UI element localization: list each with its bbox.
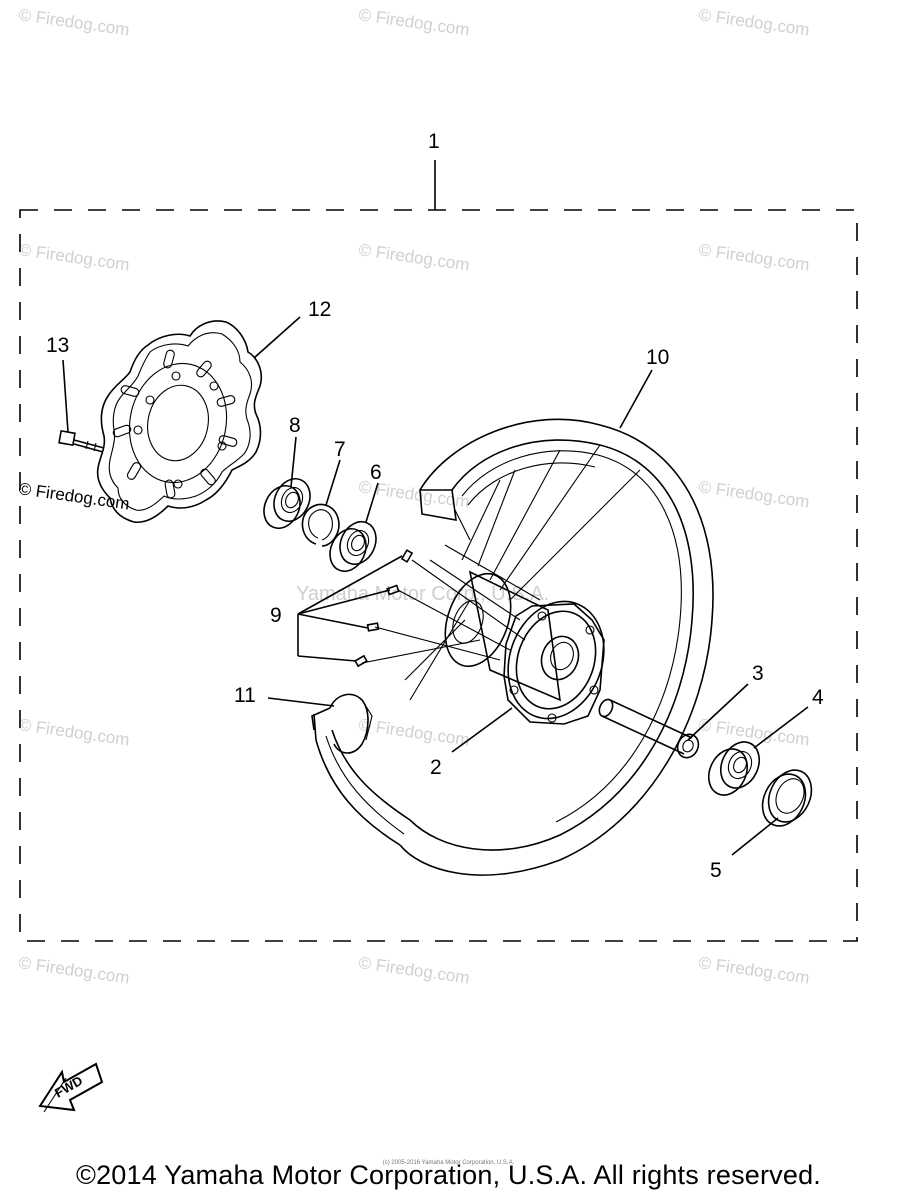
callout-3: 3 <box>752 662 764 685</box>
watermark: © Firedog.com <box>17 715 130 749</box>
callout-13: 13 <box>46 334 69 357</box>
watermark: © Firedog.com <box>697 5 810 39</box>
faint-watermark: Yamaha Motor Corp., U.S.A. <box>296 583 549 605</box>
rim-band <box>311 693 373 754</box>
callout-1: 1 <box>428 130 440 153</box>
callout-8: 8 <box>289 414 301 437</box>
watermark: © Firedog.com <box>17 5 130 39</box>
watermark: © Firedog.com <box>357 953 470 987</box>
wheel-bearing <box>707 741 761 796</box>
leader-lines <box>62 316 809 856</box>
callout-9: 9 <box>270 604 282 627</box>
callouts: 1 2 3 4 5 6 7 8 9 10 11 12 13 <box>46 130 824 882</box>
fwd-arrow-icon: FWD <box>38 1062 104 1113</box>
brake-disc <box>96 320 263 524</box>
bearing-right <box>329 521 377 572</box>
watermark: © Firedog.com <box>17 240 130 274</box>
watermark: © Firedog.com <box>357 715 470 749</box>
collar <box>598 698 700 759</box>
callout-11: 11 <box>234 684 256 707</box>
spokes <box>361 444 641 701</box>
disc-bolt <box>58 429 105 453</box>
watermark: © Firedog.com <box>697 477 810 511</box>
callout-12: 12 <box>308 298 331 321</box>
callout-10: 10 <box>646 346 669 369</box>
wheel-rim <box>313 418 714 876</box>
assembly-boundary <box>19 209 858 942</box>
copyright-notice: ©2014 Yamaha Motor Corporation, U.S.A. A… <box>75 1160 822 1190</box>
small-copyright: (c) 2005-2016 Yamaha Motor Corporation, … <box>382 1160 515 1166</box>
oil-seal <box>761 769 813 827</box>
watermark: © Firedog.com <box>697 240 810 274</box>
watermark: © Firedog.com <box>697 715 810 749</box>
spoke-nipples <box>354 549 414 668</box>
bearing-left <box>263 478 311 529</box>
callout-5: 5 <box>710 859 722 882</box>
callout-4: 4 <box>812 686 824 709</box>
fwd-label: FWD <box>52 1073 85 1101</box>
watermark: © Firedog.com <box>697 953 810 987</box>
callout-7: 7 <box>334 438 346 461</box>
watermark: © Firedog.com <box>17 953 130 987</box>
watermark: © Firedog.com <box>357 5 470 39</box>
callout-6: 6 <box>370 461 382 484</box>
callout-2: 2 <box>430 756 442 779</box>
watermark: © Firedog.com <box>357 240 470 274</box>
hub <box>444 570 605 725</box>
